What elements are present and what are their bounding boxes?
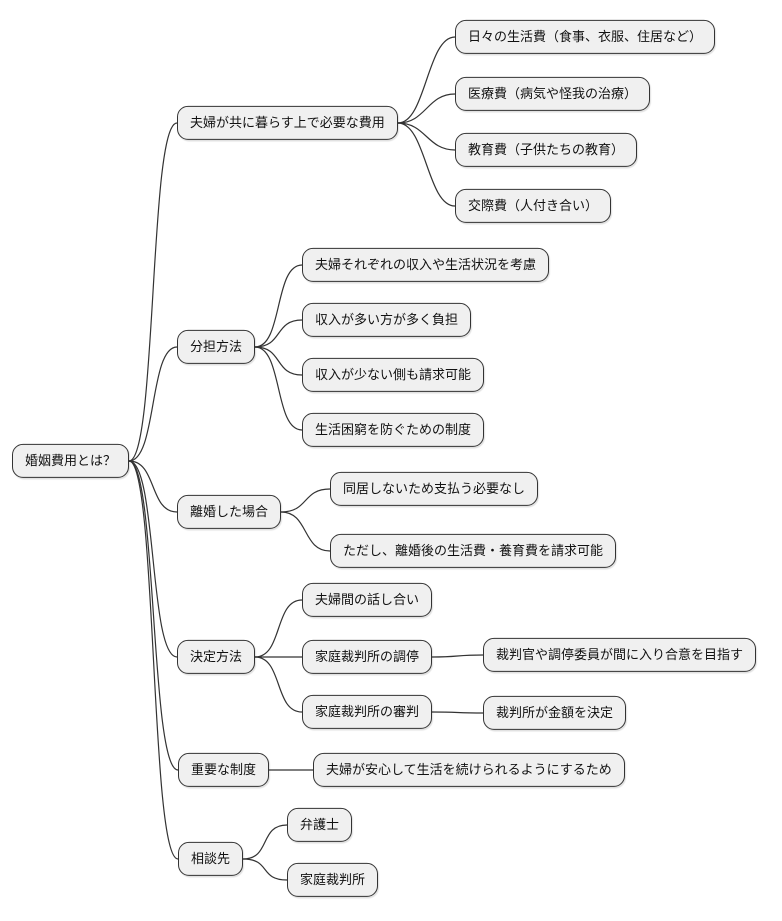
edge-sharing-method-hardship-system: [254, 346, 303, 431]
node-education-expenses: 教育費（子供たちの教育）: [455, 132, 638, 168]
node-lower-income: 収入が少ない側も請求可能: [302, 357, 485, 393]
node-couple-discussion: 夫婦間の話し合い: [302, 582, 433, 618]
node-consultation: 相談先: [178, 841, 244, 877]
edge-decision-method-court-adjudication: [254, 656, 303, 713]
node-no-payment: 同居しないため支払う必要なし: [330, 471, 539, 507]
edge-divorce-case-post-divorce: [280, 511, 331, 552]
edge-living-costs-education-expenses: [397, 122, 456, 151]
node-lawyer: 弁護士: [287, 807, 353, 843]
edge-sharing-method-lower-income: [254, 346, 303, 376]
node-sharing-method: 分担方法: [177, 329, 256, 365]
node-system-purpose: 夫婦が安心して生活を続けられるようにするため: [313, 752, 625, 788]
edge-court-adjudication-court-amount: [431, 711, 484, 714]
node-court-amount: 裁判所が金額を決定: [483, 695, 627, 731]
edge-root-decision-method: [128, 460, 178, 658]
node-mediation-detail: 裁判官や調停委員が間に入り合意を目指す: [483, 637, 757, 673]
node-court-mediation: 家庭裁判所の調停: [302, 639, 433, 675]
node-daily-expenses: 日々の生活費（食事、衣服、住居など）: [455, 19, 716, 55]
node-living-costs: 夫婦が共に暮らす上で必要な費用: [177, 105, 398, 141]
node-decision-method: 決定方法: [177, 639, 256, 675]
edge-sharing-method-higher-income: [254, 319, 303, 348]
edge-living-costs-social-expenses: [397, 122, 456, 207]
node-post-divorce: ただし、離婚後の生活費・養育費を請求可能: [330, 533, 617, 569]
edge-divorce-case-no-payment: [280, 488, 331, 513]
node-higher-income: 収入が多い方が多く負担: [302, 302, 472, 338]
node-important-system: 重要な制度: [178, 752, 270, 788]
edge-living-costs-daily-expenses: [397, 36, 456, 124]
node-root: 婚姻費用とは？: [12, 443, 130, 479]
node-social-expenses: 交際費（人付き合い）: [455, 188, 612, 224]
node-hardship-system: 生活困窮を防ぐための制度: [302, 412, 485, 448]
edge-root-important-system: [128, 460, 179, 771]
node-medical-expenses: 医療費（病気や怪我の治療）: [455, 76, 651, 112]
edge-sharing-method-income-consider: [254, 264, 303, 348]
edge-court-mediation-mediation-detail: [431, 654, 484, 658]
edge-consultation-family-court: [242, 858, 288, 881]
edge-living-costs-medical-expenses: [397, 93, 456, 124]
edge-root-living-costs: [128, 122, 178, 462]
node-divorce-case: 離婚した場合: [177, 494, 282, 530]
edge-consultation-lawyer: [242, 824, 288, 860]
node-court-adjudication: 家庭裁判所の審判: [302, 694, 433, 730]
node-family-court: 家庭裁判所: [287, 862, 379, 898]
edge-root-divorce-case: [128, 460, 178, 513]
edge-root-sharing-method: [128, 346, 178, 462]
edge-decision-method-couple-discussion: [254, 599, 303, 658]
node-income-consider: 夫婦それぞれの収入や生活状況を考慮: [302, 247, 550, 283]
edge-root-consultation: [128, 460, 179, 860]
